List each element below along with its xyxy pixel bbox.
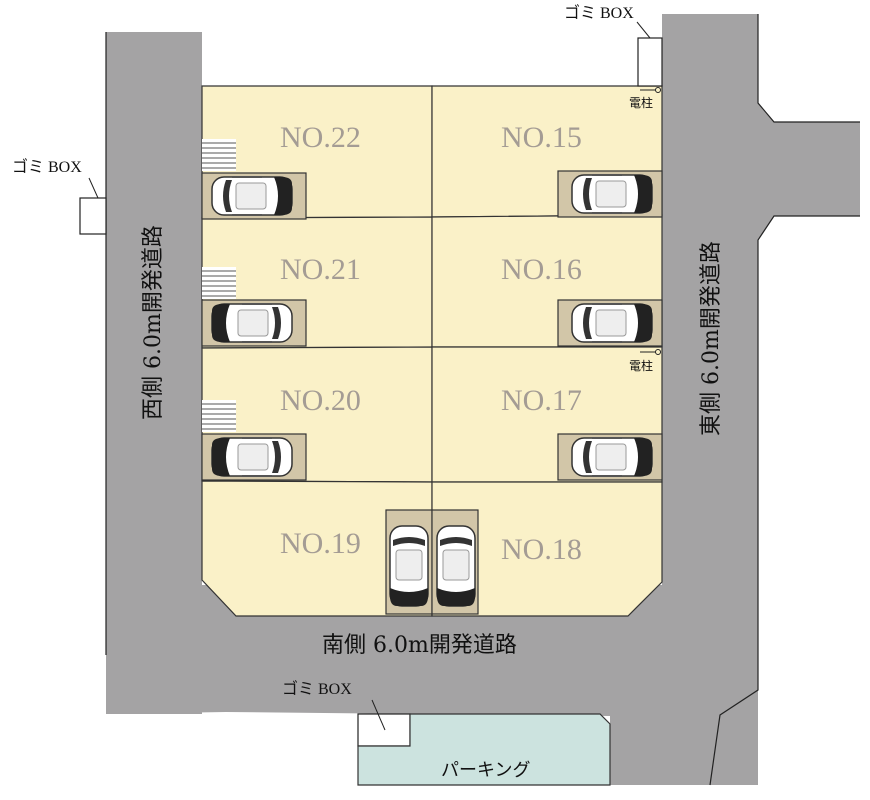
lot-22-label: NO.22 [280, 121, 361, 154]
lot-15-label: NO.15 [501, 121, 582, 154]
lot-19-label: NO.19 [280, 527, 361, 560]
garbage-box-label: ゴミ BOX [12, 157, 82, 176]
car-icon [571, 174, 653, 214]
utility-pole-label: 電柱 [629, 95, 653, 110]
garbage-box-south: ゴミ BOX [282, 679, 411, 747]
car-icon [211, 303, 293, 343]
car-icon [571, 437, 653, 477]
utility-pole-east: 電柱 [629, 349, 661, 373]
car-icon [211, 437, 293, 477]
car-icon [211, 176, 293, 216]
garbage-box-label: ゴミ BOX [282, 679, 352, 698]
lot-19 [201, 480, 433, 617]
lot-18-label: NO.18 [501, 533, 582, 566]
lot-17-label: NO.17 [501, 384, 582, 417]
car-icon [389, 525, 429, 607]
car-icon [571, 303, 653, 343]
east-road-edge-bottom [709, 215, 860, 786]
car-icon [436, 525, 476, 607]
west-road-label: 西側 6.0m開発道路 [141, 225, 166, 420]
east-road-label: 東側 6.0m開発道路 [699, 241, 724, 436]
stairs-lot-21 [202, 267, 236, 299]
south-road-label: 南側 6.0m開発道路 [322, 633, 517, 658]
stairs-lot-22 [202, 139, 236, 171]
garbage-box-label: ゴミ BOX [564, 3, 634, 22]
garbage-box-north: ゴミ BOX [564, 3, 663, 87]
lot-21-label: NO.21 [280, 253, 361, 286]
utility-pole-north: 電柱 [629, 87, 661, 110]
stairs-lot-20 [202, 400, 236, 432]
parking-label: パーキング [441, 760, 530, 781]
east-road [662, 14, 860, 785]
roads [105, 14, 860, 786]
east-road-edge-top [757, 14, 860, 123]
south-road [106, 585, 710, 785]
lot-20-label: NO.20 [280, 384, 361, 417]
lot-16-label: NO.16 [501, 253, 582, 286]
garbage-box-west: ゴミ BOX [12, 157, 107, 235]
carports [201, 170, 663, 615]
parking-area: パーキング [357, 713, 611, 786]
utility-pole-label: 電柱 [629, 358, 653, 373]
